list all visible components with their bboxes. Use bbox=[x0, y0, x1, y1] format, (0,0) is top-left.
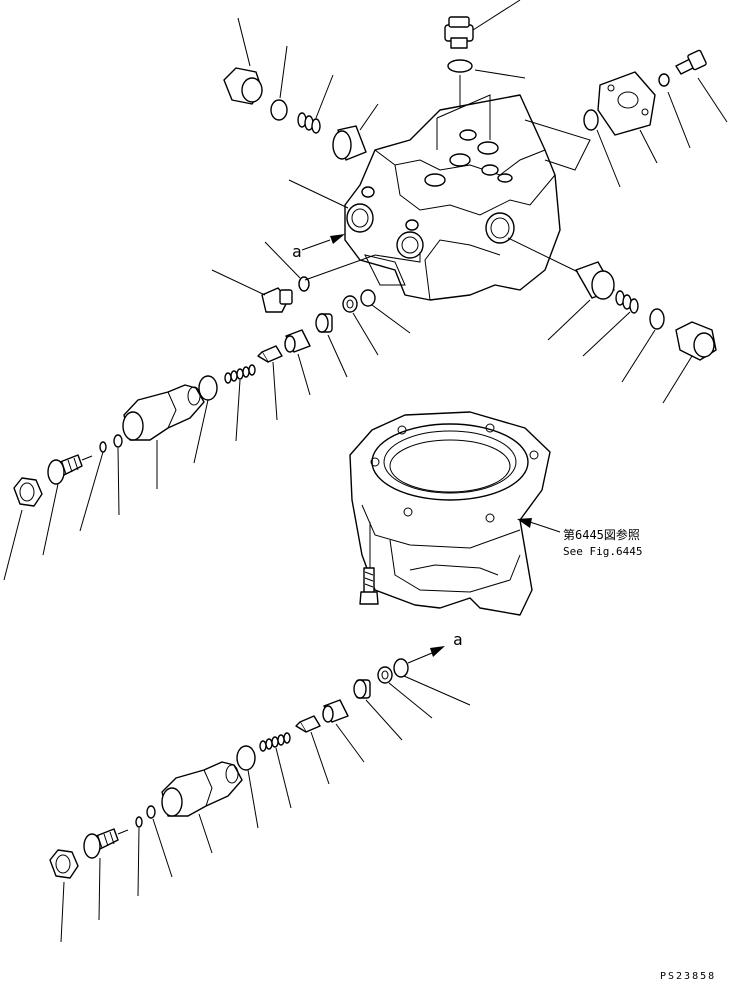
spring bbox=[259, 732, 291, 752]
see-fig-jp: 第6445図参照 bbox=[563, 527, 640, 542]
o-ring bbox=[649, 308, 665, 330]
washer bbox=[658, 73, 670, 87]
valve-housing bbox=[161, 761, 243, 817]
ref-label-a-top: a bbox=[292, 242, 302, 261]
needle bbox=[295, 715, 321, 733]
spring bbox=[297, 112, 321, 134]
bolt bbox=[675, 49, 707, 75]
o-ring bbox=[360, 289, 376, 307]
seat bbox=[353, 679, 371, 699]
lock-nut bbox=[49, 849, 79, 879]
ref-label-a-bottom: a bbox=[453, 630, 463, 649]
washer bbox=[135, 816, 143, 828]
o-ring bbox=[583, 109, 599, 131]
small-plug bbox=[261, 287, 293, 313]
plug bbox=[675, 321, 717, 361]
spring bbox=[224, 364, 256, 384]
valve-housing bbox=[122, 384, 205, 441]
bolt bbox=[359, 567, 379, 605]
valve-body bbox=[344, 94, 591, 301]
o-ring bbox=[146, 805, 156, 819]
o-ring bbox=[298, 276, 310, 292]
washer bbox=[342, 295, 358, 313]
seat bbox=[315, 313, 333, 333]
washer bbox=[99, 441, 107, 453]
needle bbox=[257, 345, 283, 363]
o-ring bbox=[270, 99, 288, 121]
piston-right bbox=[575, 261, 615, 300]
washer bbox=[377, 666, 393, 684]
adjusting-screw bbox=[47, 454, 93, 485]
poppet bbox=[322, 699, 349, 723]
plug-top bbox=[444, 16, 474, 49]
o-ring bbox=[113, 434, 123, 448]
o-ring bbox=[447, 59, 473, 73]
o-ring bbox=[236, 745, 256, 771]
o-ring bbox=[198, 375, 218, 401]
spring bbox=[615, 290, 639, 314]
see-fig-en: See Fig.6445 bbox=[563, 545, 642, 558]
pump-case bbox=[349, 411, 551, 616]
o-ring bbox=[393, 658, 409, 678]
adjusting-screw bbox=[83, 828, 129, 859]
lock-nut bbox=[13, 477, 43, 507]
drawing-number: PS23858 bbox=[660, 971, 716, 982]
plug bbox=[223, 67, 263, 105]
piston bbox=[332, 125, 367, 161]
poppet bbox=[284, 329, 311, 353]
flange-plate bbox=[597, 71, 656, 136]
